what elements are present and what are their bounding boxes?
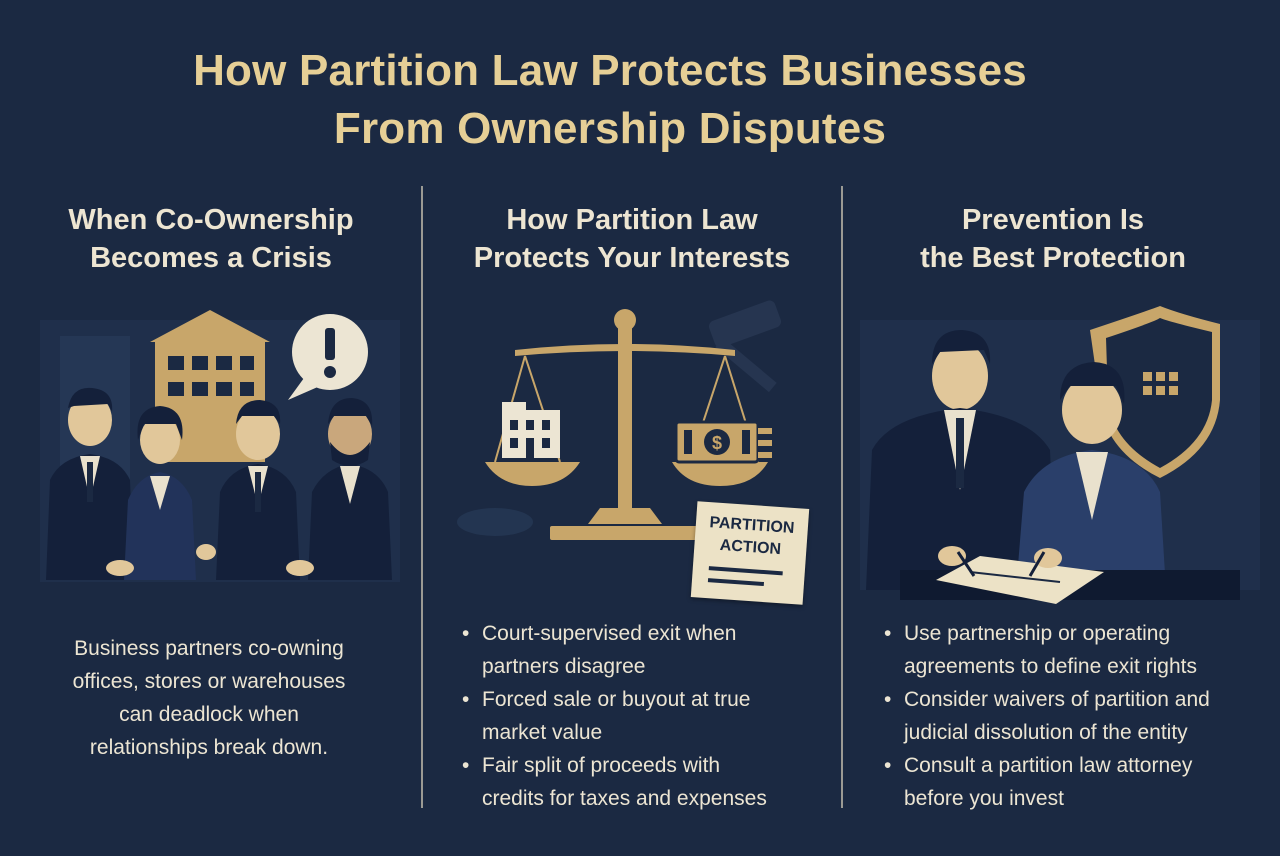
bullet-2-line-1: Consider waivers of partition and (904, 688, 1210, 711)
list-item: Forced sale or buyout at true market val… (460, 683, 767, 749)
column-3-heading-line-1: Prevention Is (961, 204, 1145, 236)
column-1-description-line-1: Business partners co-owning (74, 637, 344, 660)
list-item: Court-supervised exit when partners disa… (460, 617, 767, 683)
bullet-2-line-2: judicial dissolution of the entity (904, 721, 1188, 744)
column-2-heading-line-1: How Partition Law (506, 204, 758, 236)
document-title-line-1: PARTITION (708, 514, 795, 538)
bullet-2-line-1: Forced sale or buyout at true (482, 688, 751, 711)
bullet-1-line-1: Court-supervised exit when (482, 622, 737, 645)
column-2-heading: How Partition Law Protects Your Interest… (422, 201, 842, 277)
bullet-1-line-2: partners disagree (482, 655, 646, 678)
document-text-lines-2 (707, 578, 765, 587)
bullet-2-line-2: market value (482, 721, 603, 744)
signing-agreement-shield-icon (860, 306, 1260, 604)
svg-text:$: $ (712, 433, 722, 453)
list-item: Consult a partition law attorney before … (882, 749, 1210, 815)
column-1-heading-line-2: Becomes a Crisis (90, 242, 332, 274)
column-1-description: Business partners co-owning offices, sto… (38, 632, 380, 764)
column-3-heading-line-2: the Best Protection (920, 242, 1186, 274)
page-title-line-1: How Partition Law Protects Businesses (193, 46, 1027, 95)
column-1-heading-line-1: When Co-Ownership (68, 204, 354, 236)
column-1-heading: When Co-Ownership Becomes a Crisis (0, 201, 422, 277)
column-divider-left (421, 186, 423, 808)
bullet-3-line-2: before you invest (904, 787, 1064, 810)
column-1-description-line-2: offices, stores or warehouses (72, 670, 346, 693)
column-1-description-line-4: relationships break down. (89, 736, 329, 759)
column-3-heading: Prevention Is the Best Protection (842, 201, 1264, 277)
page-title: How Partition Law Protects Businesses Fr… (0, 42, 1220, 158)
business-partners-arguing-icon (40, 310, 400, 582)
column-2-bullet-list: Court-supervised exit when partners disa… (460, 617, 767, 815)
bullet-1-line-2: agreements to define exit rights (904, 655, 1197, 678)
column-1-description-line-3: can deadlock when (119, 703, 299, 726)
column-2-heading-line-2: Protects Your Interests (473, 242, 791, 274)
list-item: Fair split of proceeds with credits for … (460, 749, 767, 815)
list-item: Consider waivers of partition and judici… (882, 683, 1210, 749)
bullet-3-line-1: Consult a partition law attorney (904, 754, 1193, 777)
scales-of-justice-icon: $ (457, 300, 781, 540)
page-title-line-2: From Ownership Disputes (333, 104, 887, 153)
column-3-bullet-list: Use partnership or operating agreements … (882, 617, 1210, 815)
bullet-1-line-1: Use partnership or operating (904, 622, 1171, 645)
document-text-lines (708, 566, 783, 576)
bullet-3-line-2: credits for taxes and expenses (482, 787, 767, 810)
bullet-3-line-1: Fair split of proceeds with (482, 754, 721, 777)
partition-action-document: PARTITION ACTION (690, 501, 810, 605)
column-divider-right (841, 186, 843, 808)
document-title-line-2: ACTION (719, 536, 782, 559)
list-item: Use partnership or operating agreements … (882, 617, 1210, 683)
